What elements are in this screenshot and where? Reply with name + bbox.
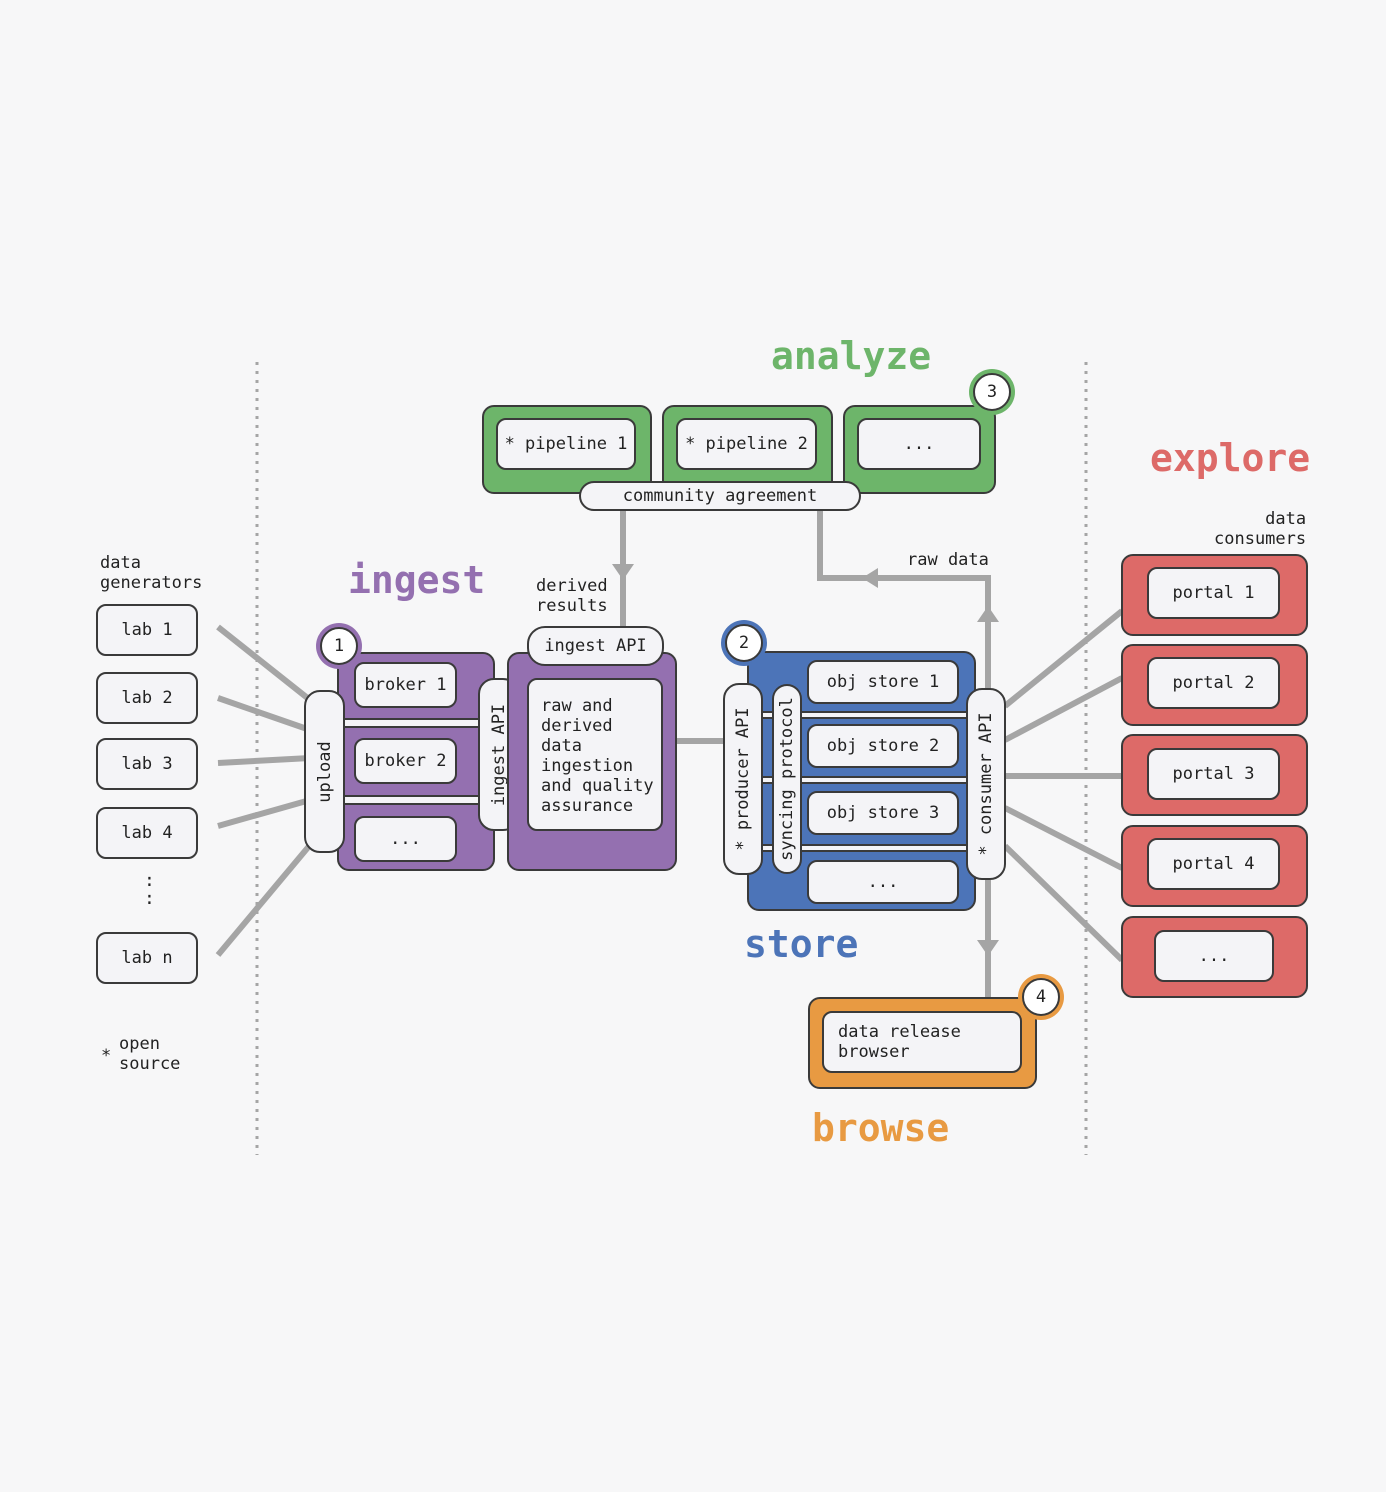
- lab-4-box: lab 4: [96, 807, 198, 859]
- obj-store-1-box: obj store 1: [807, 660, 959, 704]
- arrow-up-consumer: [977, 606, 999, 622]
- lab-3-link: [217, 755, 311, 766]
- lab-3-box: lab 3: [96, 738, 198, 790]
- raw-data-label: raw data: [907, 550, 989, 570]
- store-divider: [748, 844, 975, 852]
- ingest-title: ingest: [348, 558, 486, 602]
- lab-4-link: [217, 797, 311, 829]
- lab-1-link: [216, 624, 312, 703]
- arrow-down-derived: [612, 564, 634, 580]
- producer-api-bar: * producer API: [723, 683, 763, 875]
- arrow-left-raw: [862, 568, 878, 588]
- legend-star: *: [101, 1046, 112, 1066]
- ingest-badge: 1: [320, 627, 358, 665]
- lab-n-box: lab n: [96, 932, 198, 984]
- consumer-api-bar: * consumer API: [966, 688, 1006, 880]
- pipeline-1-box: * pipeline 1: [496, 418, 636, 470]
- obj-store-2-box: obj store 2: [807, 724, 959, 768]
- pipeline-2-box: * pipeline 2: [676, 418, 817, 470]
- ingestion-description: raw and derived data ingestion and quali…: [527, 678, 663, 831]
- lab-2-box: lab 2: [96, 672, 198, 724]
- derived-results-label: derived results: [536, 576, 608, 616]
- portal-2-box: portal 2: [1147, 657, 1280, 709]
- portal-2-link: [1003, 675, 1124, 743]
- broker-2-box: broker 2: [354, 738, 457, 784]
- upload-bar: upload: [304, 690, 345, 853]
- broker-divider: [338, 718, 494, 728]
- syncing-protocol-bar: syncing protocol: [772, 684, 802, 874]
- lab-n-link: [215, 843, 313, 957]
- labs-ellipsis: : :: [144, 870, 155, 909]
- obj-store-3-box: obj store 3: [807, 791, 959, 835]
- ingest-badge-number: 1: [333, 636, 345, 656]
- broker-1-box: broker 1: [354, 662, 457, 708]
- pipeline-more-box: ...: [857, 418, 981, 470]
- store-divider: [748, 776, 975, 784]
- portal-4-box: portal 4: [1147, 838, 1280, 890]
- community-agreement-bar: community agreement: [579, 481, 861, 511]
- raw-data-link: [817, 509, 991, 690]
- portal-3-box: portal 3: [1147, 748, 1280, 800]
- portal-1-box: portal 1: [1147, 567, 1280, 619]
- legend-open-source: open source: [119, 1034, 181, 1074]
- obj-store-more-box: ...: [807, 860, 959, 904]
- broker-divider: [338, 795, 494, 805]
- producer-api-label: * producer API: [733, 707, 753, 851]
- analyze-title: analyze: [771, 334, 932, 378]
- syncing-protocol-label: syncing protocol: [777, 697, 797, 861]
- store-badge: 2: [725, 624, 763, 662]
- store-title: store: [744, 922, 859, 966]
- analyze-badge-number: 3: [986, 382, 998, 402]
- arrow-down-browse: [977, 940, 999, 956]
- browse-badge-number: 4: [1035, 987, 1047, 1007]
- ingest-api-box: ingest API: [527, 626, 664, 666]
- portal-more-link: [1002, 843, 1125, 963]
- analyze-badge: 3: [973, 373, 1011, 411]
- data-release-browser-box: data release browser: [822, 1011, 1022, 1073]
- browse-badge: 4: [1022, 978, 1060, 1016]
- data-generators-heading: data generators: [100, 553, 203, 593]
- portal-1-link: [1003, 608, 1124, 709]
- broker-more-box: ...: [354, 816, 457, 862]
- lab-1-box: lab 1: [96, 604, 198, 656]
- portal-4-link: [1003, 805, 1124, 871]
- lab-2-link: [217, 695, 311, 733]
- store-badge-number: 2: [738, 633, 750, 653]
- portal-more-box: ...: [1154, 930, 1274, 982]
- store-divider: [748, 711, 975, 719]
- consumer-api-label: * consumer API: [976, 712, 996, 856]
- browse-title: browse: [812, 1106, 950, 1150]
- explore-title: explore: [1150, 436, 1311, 480]
- data-consumers-heading: data consumers: [1214, 509, 1307, 549]
- ingest-api-vertical-label: ingest API: [488, 703, 509, 806]
- upload-label: upload: [314, 740, 335, 803]
